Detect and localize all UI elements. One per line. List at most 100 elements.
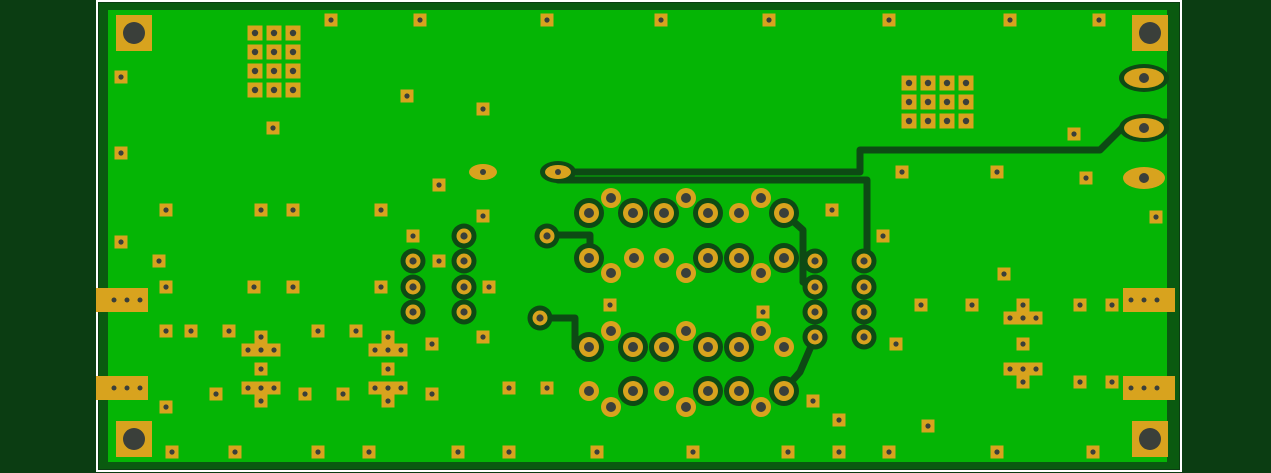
via-drill [1020, 366, 1026, 372]
ic-pad-drill [779, 386, 789, 396]
via-drill [232, 449, 238, 455]
via-drill [290, 207, 296, 213]
edge-connector-pins [111, 297, 1160, 391]
via-drill [258, 347, 264, 353]
header-pin-drill [860, 283, 868, 291]
via-drill [1020, 379, 1026, 385]
header-pin-drill [811, 283, 819, 291]
ic-pad-drill [681, 402, 691, 412]
ic-pad-drill [659, 342, 669, 352]
board-outline [96, 0, 1182, 472]
via-drill [163, 404, 169, 410]
mounting-holes [116, 15, 1168, 457]
via-drill [918, 302, 924, 308]
ic-pad-drill [779, 342, 789, 352]
oval-pad-drill [1139, 123, 1149, 133]
via-grid-drill [924, 79, 932, 87]
via-drill [385, 366, 391, 372]
via-grid-drill [270, 67, 278, 75]
ic-pad-drill [606, 402, 616, 412]
via-grid-drill [905, 98, 913, 106]
header-pin-drill [460, 232, 468, 240]
via-drill [385, 398, 391, 404]
via-drill [1109, 379, 1115, 385]
via-grid-drill [270, 48, 278, 56]
ic-pad-drill [584, 386, 594, 396]
via-grid-drill [962, 98, 970, 106]
via-drill [315, 449, 321, 455]
pin-headers [400, 223, 877, 350]
via-drill [886, 17, 892, 23]
via-drill [436, 258, 442, 264]
via-drill [810, 398, 816, 404]
via-drill [163, 328, 169, 334]
via-drill [1096, 17, 1102, 23]
via-grid-drill [251, 67, 259, 75]
via-drill [271, 385, 277, 391]
via-drill [1033, 315, 1039, 321]
via-drill [1020, 341, 1026, 347]
mounting-hole-drill [1139, 428, 1161, 450]
vias [114, 13, 1163, 459]
via-drill [1007, 17, 1013, 23]
via-drill [1001, 271, 1007, 277]
connector-pin [124, 297, 130, 303]
via-drill [251, 284, 257, 290]
via-drill [385, 385, 391, 391]
via-drill [1071, 131, 1077, 137]
via-drill [258, 207, 264, 213]
via-drill [836, 449, 842, 455]
via-drill [480, 106, 486, 112]
via-drill [245, 385, 251, 391]
ic-pad-drill [779, 208, 789, 218]
via-drill [328, 17, 334, 23]
via-grid-drill [251, 29, 259, 37]
via-grid-drill [943, 79, 951, 87]
via-drill [1020, 315, 1026, 321]
ic-pad-drill [584, 208, 594, 218]
ic-pad-drill [756, 326, 766, 336]
via-drill [925, 423, 931, 429]
via-grid-drill [924, 117, 932, 125]
via-drill [690, 449, 696, 455]
via-grid-drill [289, 86, 297, 94]
via-drill [544, 385, 550, 391]
connector-pin [1154, 297, 1160, 303]
ic-pad-drill [779, 253, 789, 263]
connector-pin [1154, 385, 1160, 391]
via-drill [398, 347, 404, 353]
via-drill [258, 385, 264, 391]
ic-pad-drill [629, 253, 639, 263]
via-drill [880, 233, 886, 239]
via-grid-drill [251, 86, 259, 94]
via-drill [607, 302, 613, 308]
connector-pin [1141, 297, 1147, 303]
ic-pad-drill [659, 253, 669, 263]
via-drill [1033, 366, 1039, 372]
ic-pad-drill [606, 193, 616, 203]
via-drill [886, 449, 892, 455]
mounting-hole-drill [123, 22, 145, 44]
via-drill [417, 17, 423, 23]
ic-pad-drill [734, 253, 744, 263]
ic-pad-drill [584, 342, 594, 352]
via-grid-drill [924, 98, 932, 106]
via-grid-drill [962, 117, 970, 125]
ic-pad-drill [703, 342, 713, 352]
via-drill [271, 347, 277, 353]
via-drill [258, 334, 264, 340]
via-drill [290, 284, 296, 290]
via-drill [594, 449, 600, 455]
ic-pad-drill [681, 268, 691, 278]
via-drill [163, 284, 169, 290]
mounting-hole-drill [123, 428, 145, 450]
via-grid-drill [905, 117, 913, 125]
via-drill [899, 169, 905, 175]
via-drill [829, 207, 835, 213]
ic-pad-drill [734, 386, 744, 396]
via-grid-drill [943, 98, 951, 106]
via-drill [118, 150, 124, 156]
via-drill [1020, 302, 1026, 308]
connector-pin [124, 385, 130, 391]
via-drill [372, 347, 378, 353]
